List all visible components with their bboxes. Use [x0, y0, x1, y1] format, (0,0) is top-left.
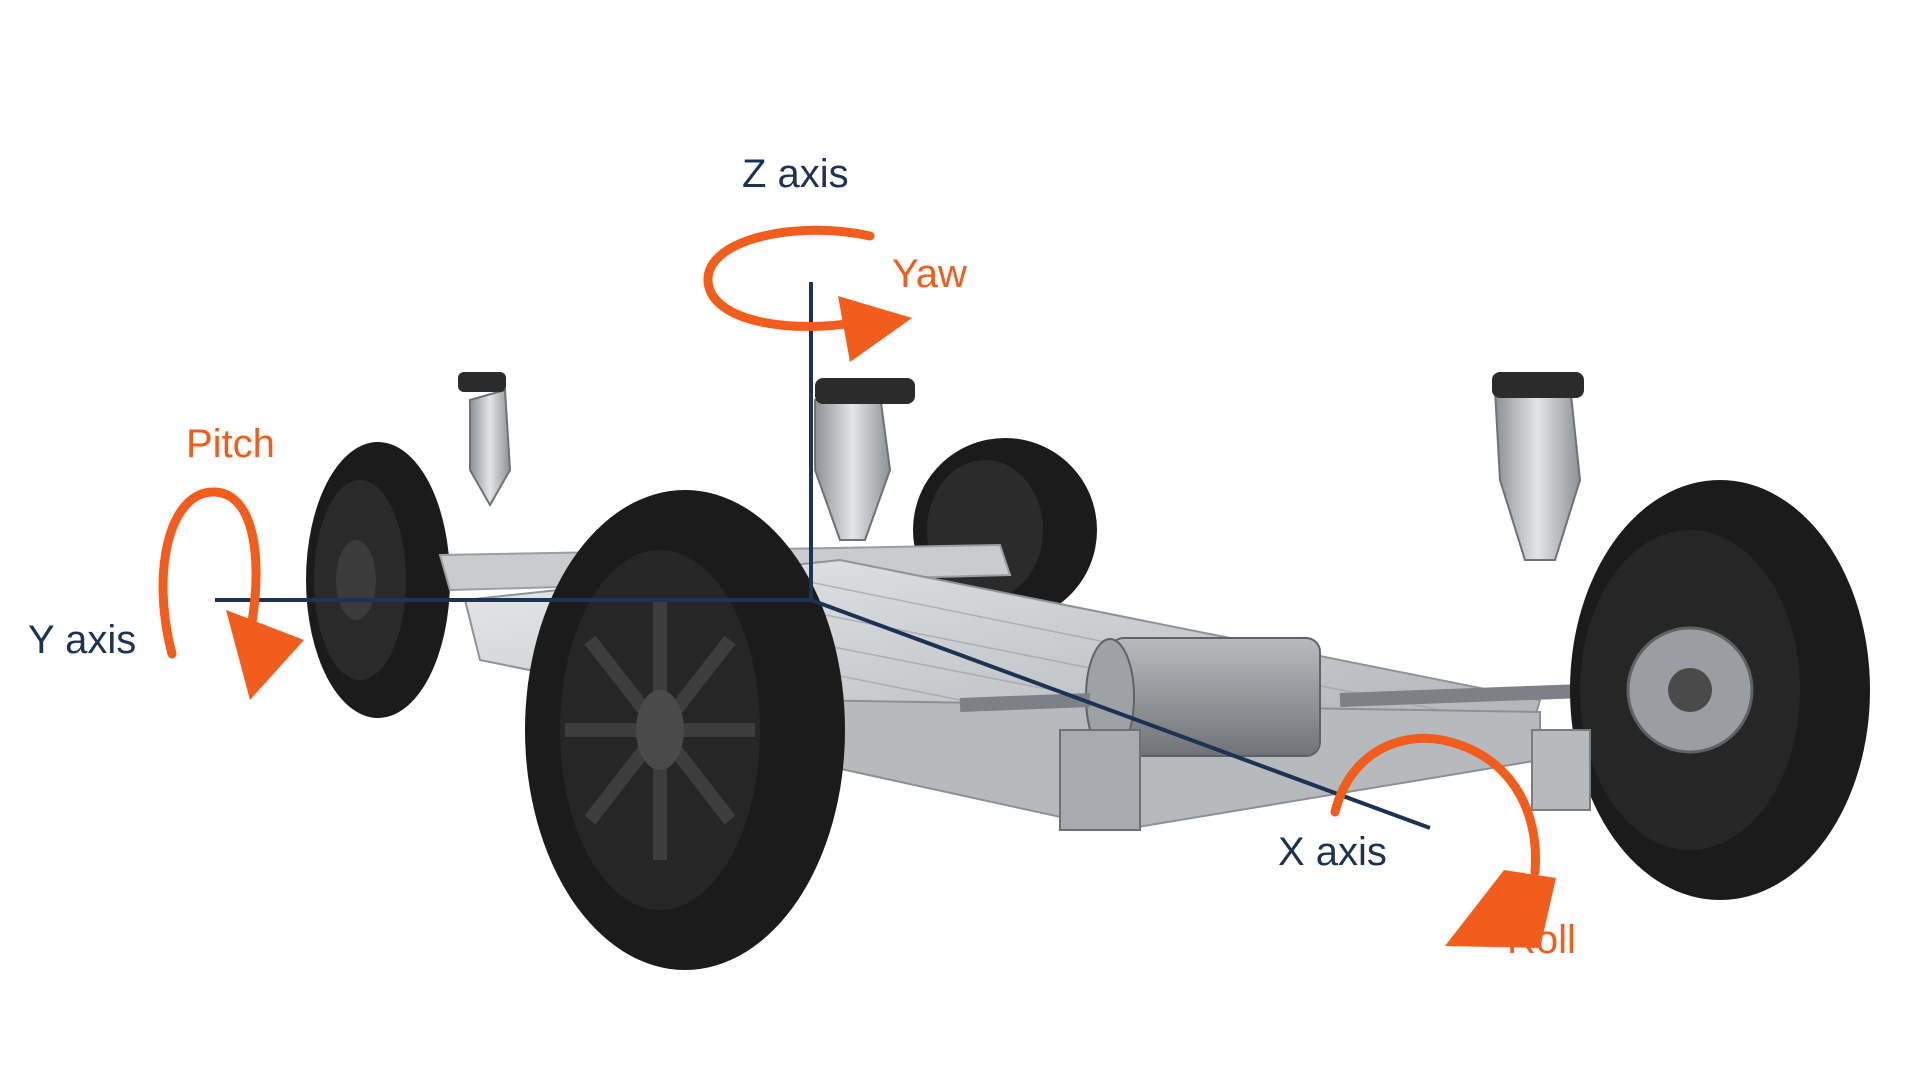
yaw-label: Yaw	[892, 252, 967, 296]
z-axis-label: Z axis	[742, 152, 849, 196]
front-left-wheel	[525, 490, 845, 970]
roll-label: Roll	[1507, 918, 1576, 962]
front-left-halfshaft	[959, 693, 1091, 712]
coordinate-axes	[215, 282, 1431, 830]
front-right-damper	[1492, 372, 1584, 561]
yaw-arrow	[703, 225, 912, 362]
x-axis-line	[810, 598, 1431, 830]
front-right-wheel	[1531, 480, 1870, 900]
rear-right-damper	[814, 378, 915, 541]
y-axis-label: Y axis	[28, 618, 137, 662]
x-axis-label: X axis	[1278, 830, 1387, 874]
drive-motor	[1059, 637, 1321, 831]
pitch-arrow	[158, 487, 304, 700]
roll-arrow	[1330, 733, 1556, 948]
front-right-halfshaft	[1339, 683, 1611, 707]
pitch-label: Pitch	[186, 422, 275, 466]
rear-left-damper	[458, 372, 512, 508]
rear-left-wheel	[306, 442, 450, 718]
ev-skateboard-chassis	[306, 372, 1870, 970]
rotation-arrows	[158, 225, 1556, 948]
